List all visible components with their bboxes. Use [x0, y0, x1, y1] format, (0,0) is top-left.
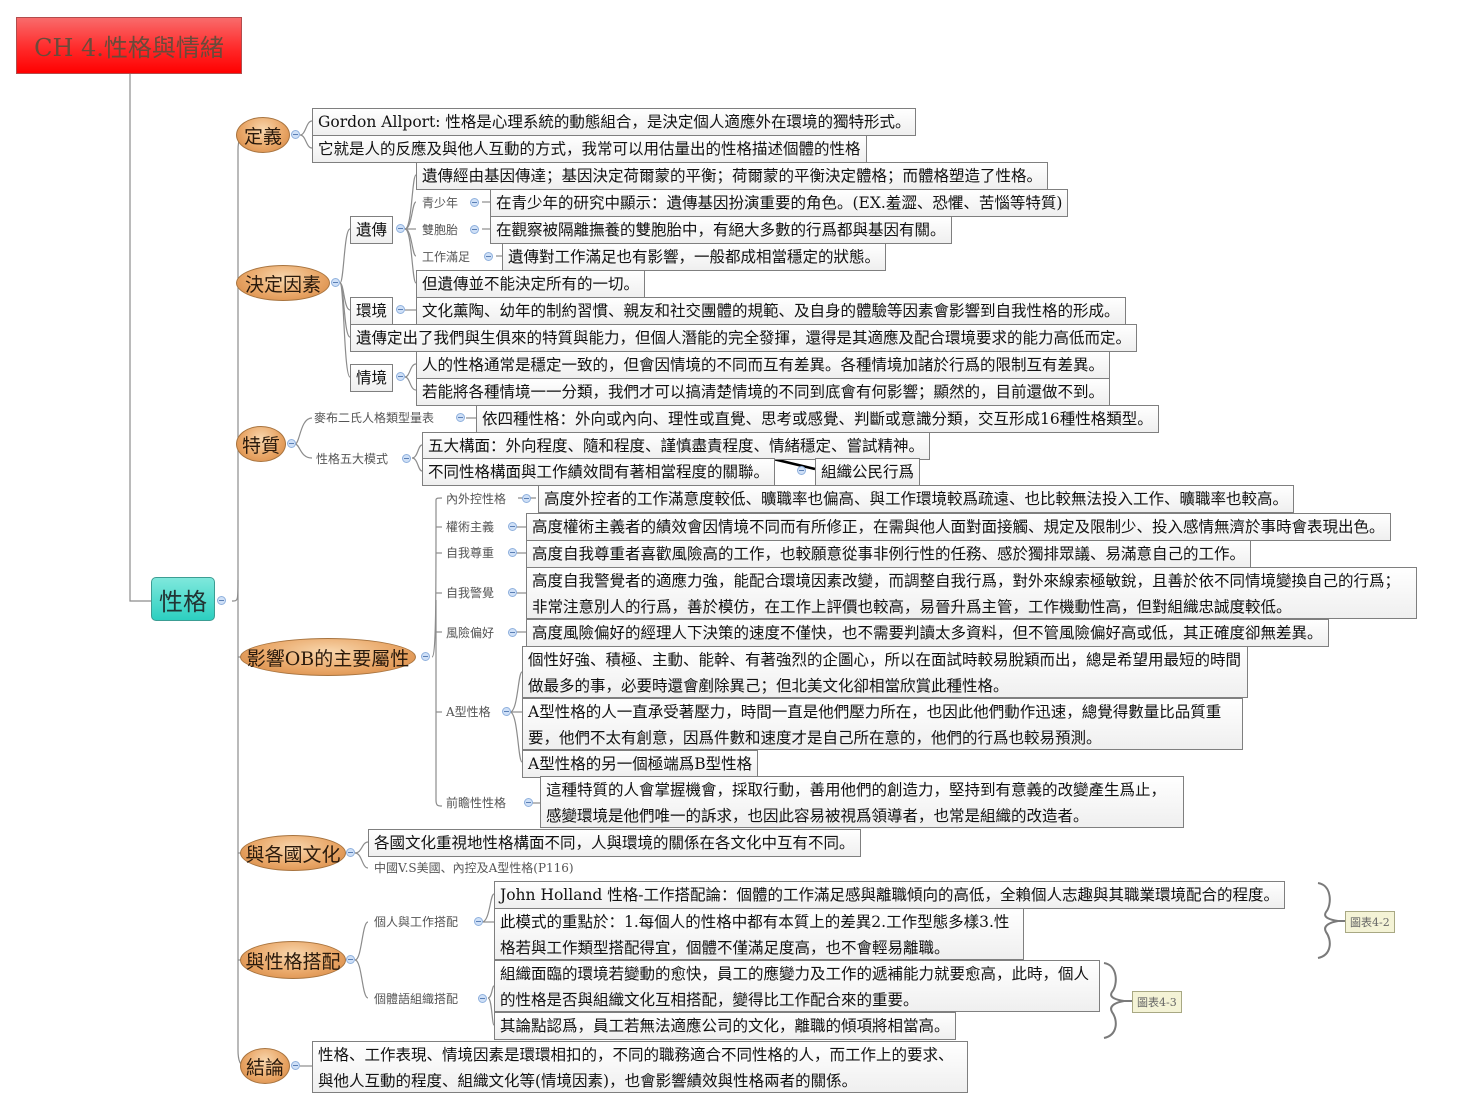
branch-fit[interactable]: 與性格搭配 [240, 941, 346, 979]
collapse-toggle-icon[interactable] [346, 848, 355, 857]
label-adolescent: 青少年 [422, 196, 459, 210]
label-self-monitoring: 自我警覺 [446, 586, 495, 600]
branch-traits[interactable]: 特質 [236, 426, 286, 462]
heredity-limit[interactable]: 但遺傳並不能決定所有的一切。 [416, 270, 646, 298]
heredity-adolescent[interactable]: 在青少年的研究中顯示：遺傳基因扮演重要的角色。(EX.羞澀、恐懼、苦惱等特質) [490, 189, 1069, 217]
collapse-toggle-icon[interactable] [396, 372, 405, 381]
ob-type-a-2[interactable]: A型性格的人一直承受著壓力，時間一直是他們壓力所在，也因此他們動作迅速，總覺得數… [522, 698, 1243, 750]
ob-type-a-1[interactable]: 個性好強、積極、主動、能幹、有著強烈的企圖心，所以在面試時較易脫穎而出，總是希望… [522, 646, 1248, 698]
callout-figure-4-3[interactable]: 圖表4-3 [1132, 991, 1182, 1013]
collapse-toggle-icon[interactable] [508, 628, 517, 637]
ob-locus-of-control[interactable]: 高度外控者的工作滿意度較低、曠職率也偏高、與工作環境較爲疏遠、也比較無法投入工作… [538, 485, 1295, 513]
determinants-summary[interactable]: 遺傳定出了我們與生俱來的特質與能力，但個人潛能的完全發揮，還得是其適應及配合環境… [350, 324, 1138, 352]
label-type-a: A型性格 [446, 705, 491, 719]
collapse-toggle-icon[interactable] [508, 548, 517, 557]
label-big-five: 性格五大模式 [316, 452, 389, 466]
situation-item-2[interactable]: 若能將各種情境一一分類，我們才可以搞清楚情境的不同到底會有何影響；顯然的，目前還… [416, 378, 1111, 406]
topic-environment[interactable]: 環境 [350, 297, 394, 325]
central-title: 性格 [159, 587, 207, 616]
label-proactive: 前瞻性性格 [446, 796, 507, 810]
collapse-toggle-icon[interactable] [470, 198, 479, 207]
collapse-toggle-icon[interactable] [508, 588, 517, 597]
label-risk-taking: 風險偏好 [446, 626, 495, 640]
root-topic[interactable]: CH 4.性格與情緒 [16, 17, 242, 74]
collapse-toggle-icon[interactable] [421, 652, 430, 661]
collapse-toggle-icon[interactable] [502, 707, 511, 716]
branch-title: 決定因素 [244, 273, 321, 296]
person-job-item-2[interactable]: 此模式的重點於：1.每個人的性格中都有本質上的差異2.工作型態多樣3.性格若與工… [494, 908, 1024, 960]
collapse-toggle-icon[interactable] [291, 1061, 300, 1070]
collapse-toggle-icon[interactable] [484, 252, 493, 261]
person-org-item-1[interactable]: 組織面臨的環境若變動的愈快，員工的應變力及工作的遞補能力就要愈高，此時，個人的性… [494, 960, 1100, 1012]
branch-definition[interactable]: 定義 [236, 117, 290, 153]
branch-title: 與各國文化 [245, 843, 341, 866]
topic-situation[interactable]: 情境 [350, 364, 394, 392]
collapse-toggle-icon[interactable] [478, 994, 487, 1003]
label-self-esteem: 自我尊重 [446, 546, 495, 560]
branch-title: 與性格搭配 [245, 950, 341, 973]
ob-self-monitoring[interactable]: 高度自我警覺者的適應力強，能配合環境因素改變，而調整自我行爲，對外來線索極敏銳，… [526, 567, 1417, 619]
ob-machiavellianism[interactable]: 高度權術主義者的績效會因情境不同而有所修正，在需與他人面對面接觸、規定及限制少、… [526, 513, 1391, 541]
topic-definition-2[interactable]: 它就是人的反應及與他人互動的方式，我常可以用估量出的性格描述個體的性格 [312, 135, 867, 163]
heredity-job-satisfaction[interactable]: 遺傳對工作滿足也有影響，一般都成相當穩定的狀態。 [502, 243, 887, 271]
ob-type-a-3[interactable]: A型性格的另一個極端爲B型性格 [522, 750, 759, 778]
label-locus-of-control: 內外控性格 [446, 492, 507, 506]
conclusion-item[interactable]: 性格、工作表現、情境因素是環環相扣的，不同的職務適合不同性格的人，而工作上的要求… [312, 1041, 968, 1093]
bigfive-item-1[interactable]: 五大構面：外向程度、隨和程度、謹慎盡責程度、情緒穩定、嘗試精神。 [422, 432, 931, 460]
branch-title: 影響OB的主要屬性 [246, 647, 410, 670]
label-mbti: 麥布二氏人格類型量表 [314, 411, 435, 425]
label-person-job-fit: 個人與工作搭配 [374, 915, 459, 929]
topic-definition-1[interactable]: Gordon Allport: 性格是心理系統的動態組合，是決定個人適應外在環境… [312, 108, 917, 136]
collapse-toggle-icon[interactable] [797, 466, 806, 475]
collapse-toggle-icon[interactable] [524, 798, 533, 807]
collapse-toggle-icon[interactable] [470, 225, 479, 234]
collapse-toggle-icon[interactable] [522, 494, 531, 503]
branch-title: 定義 [243, 125, 282, 148]
ob-self-esteem[interactable]: 高度自我尊重者喜歡風險高的工作，也較願意從事非例行性的任務、感於獨排眾議、易滿意… [526, 540, 1252, 568]
collapse-toggle-icon[interactable] [456, 413, 465, 422]
situation-item-1[interactable]: 人的性格通常是穩定一致的，但會因情境的不同而互有差異。各種情境加諸於行爲的限制互… [416, 351, 1111, 379]
label-job-satisfaction: 工作滿足 [422, 250, 471, 264]
related-ocb[interactable]: 組織公民行爲 [815, 458, 921, 486]
ob-proactive[interactable]: 這種特質的人會掌握機會，採取行動，善用他們的創造力，堅持到有意義的改變產生爲止，… [540, 776, 1184, 828]
branch-title: 結論 [245, 1056, 284, 1079]
topic-heredity[interactable]: 遺傳 [350, 216, 394, 244]
bigfive-item-2[interactable]: 不同性格構面與工作績效間有著相當程度的關聯。 [422, 458, 776, 486]
heredity-item[interactable]: 遺傳經由基因傳達；基因決定荷爾蒙的平衡；荷爾蒙的平衡決定體格；而體格塑造了性格。 [416, 162, 1049, 190]
person-job-item-1[interactable]: John Holland 性格-工作搭配論：個體的工作滿足感與離職傾向的高低，全… [494, 881, 1286, 909]
collapse-toggle-icon[interactable] [396, 305, 405, 314]
person-org-item-2[interactable]: 其論點認爲，員工若無法適應公司的文化，離職的傾項將相當高。 [494, 1012, 956, 1040]
callout-figure-4-2[interactable]: 圖表4-2 [1345, 911, 1395, 933]
collapse-toggle-icon[interactable] [396, 224, 405, 233]
branch-title: 特質 [241, 434, 280, 457]
collapse-toggle-icon[interactable] [217, 596, 226, 605]
collapse-toggle-icon[interactable] [291, 130, 300, 139]
root-title: CH 4.性格與情緒 [34, 34, 224, 62]
label-machiavellianism: 權術主義 [446, 520, 495, 534]
heredity-twins[interactable]: 在觀察被隔離撫養的雙胞胎中，有絕大多數的行爲都與基因有關。 [490, 216, 952, 244]
culture-item[interactable]: 各國文化重視地性格構面不同，人與環境的關係在各文化中互有不同。 [368, 829, 861, 857]
collapse-toggle-icon[interactable] [287, 439, 296, 448]
collapse-toggle-icon[interactable] [402, 454, 411, 463]
mbti-item[interactable]: 依四種性格：外向或內向、理性或直覺、思考或感覺、判斷或意識分類，交互形成16種性… [476, 405, 1159, 433]
collapse-toggle-icon[interactable] [508, 522, 517, 531]
collapse-toggle-icon[interactable] [346, 955, 355, 964]
label-twins: 雙胞胎 [422, 223, 459, 237]
collapse-toggle-icon[interactable] [331, 278, 340, 287]
branch-ob-attributes[interactable]: 影響OB的主要屬性 [240, 638, 416, 676]
branch-culture[interactable]: 與各國文化 [240, 835, 346, 871]
ob-risk-taking[interactable]: 高度風險偏好的經理人下決策的速度不僅快，也不需要判讀太多資料，但不管風險偏好高或… [526, 619, 1329, 647]
label-person-org-fit: 個體語組織搭配 [374, 992, 459, 1006]
collapse-toggle-icon[interactable] [474, 917, 483, 926]
branch-conclusion[interactable]: 結論 [240, 1048, 290, 1084]
culture-note: 中國V.S美國、內控及A型性格(P116) [374, 861, 574, 875]
branch-determinants[interactable]: 決定因素 [236, 265, 330, 301]
central-topic[interactable]: 性格 [151, 577, 215, 621]
environment-item[interactable]: 文化薰陶、幼年的制約習慣、親友和社交團體的規範、及自身的體驗等因素會影響到自我性… [416, 297, 1126, 325]
